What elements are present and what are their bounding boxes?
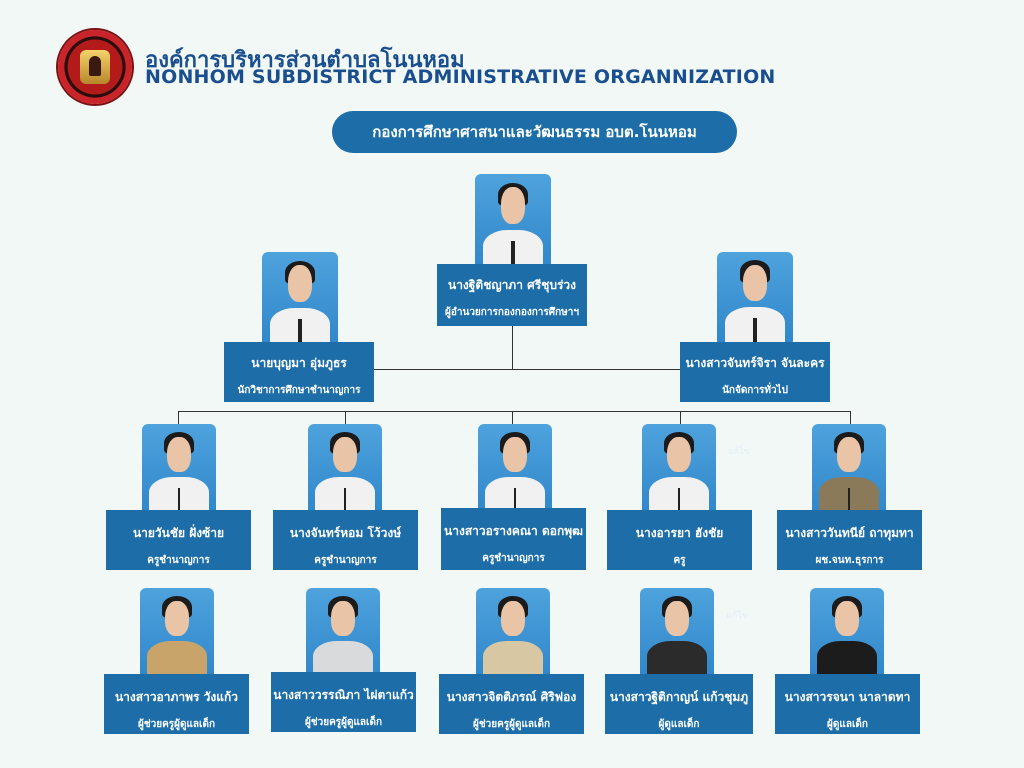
staff2-card-4: นางสาวฐิติกาญน์ แก้วชุมภู ผู้ดูแลเด็ก (605, 674, 753, 734)
staff1-card-4: นางอารยา ฮังชัย ครู (607, 510, 752, 570)
staff2-position-5: ผู้ดูแลเด็ก (827, 719, 868, 730)
director-photo (475, 174, 551, 270)
connector-drop-3 (512, 411, 513, 424)
deputy-card-2: นางสาวจันทร์จิรา จันละคร นักจัดการทั่วไป (680, 342, 830, 402)
staff2-name-4: นางสาวฐิติกาญน์ แก้วชุมภู (609, 690, 749, 704)
staff2-name-2: นางสาววรรณิภา ไผ่ตาแก้ว (273, 688, 414, 702)
director-name: นางฐิติชญาภา ศรีชุบร่วง (447, 278, 576, 292)
staff2-photo-5 (810, 588, 884, 680)
staff1-card-2: นางจันทร์หอม โว้วงษ์ ครูชำนาญการ (273, 510, 418, 570)
staff2-name-3: นางสาวจิตติภรณ์ ศิริฟอง (446, 690, 577, 704)
staff2-position-1: ผู้ช่วยครูผู้ดูแลเด็ก (137, 719, 216, 730)
connector-drop-5 (850, 411, 851, 424)
connector-drop-1 (178, 411, 179, 424)
connector-director-down (512, 326, 513, 370)
staff2-photo-1 (140, 588, 214, 680)
staff2-photo-3 (476, 588, 550, 680)
staff1-name-1: นายวันชัย ฝั่งซ้าย (132, 526, 225, 540)
staff1-name-5: นางสาววันทนีย์ ถาทุมทา (785, 526, 914, 540)
staff1-name-3: นางสาวอรางคณา ดอกพุฒ (444, 524, 583, 538)
staff1-name-2: นางจันทร์หอม โว้วงษ์ (289, 526, 402, 540)
staff2-card-2: นางสาววรรณิภา ไผ่ตาแก้ว ผู้ช่วยครูผู้ดูแ… (271, 672, 416, 732)
staff1-photo-5 (812, 424, 886, 516)
director-position: ผู้อำนวยการกองกองการศึกษาฯ (445, 307, 579, 318)
staff2-card-1: นางสาวอาภาพร วังแก้ว ผู้ช่วยครูผู้ดูแลเด… (104, 674, 249, 734)
staff1-photo-4 (642, 424, 716, 516)
staff1-photo-2 (308, 424, 382, 516)
staff1-name-4: นางอารยา ฮังชัย (635, 526, 724, 540)
staff2-position-4: ผู้ดูแลเด็ก (658, 719, 700, 730)
org-name-en: NONHOM SUBDISTRICT ADMINISTRATIVE ORGANN… (145, 66, 776, 88)
staff1-position-4: ครู (673, 555, 686, 566)
org-name-th: องค์การบริหารส่วนตำบลโนนหอม (145, 48, 465, 73)
staff1-card-1: นายวันชัย ฝั่งซ้าย ครูชำนาญการ (106, 510, 251, 570)
staff2-name-5: นางสาวรจนา นาลาดทา (784, 690, 911, 704)
staff2-card-5: นางสาวรจนา นาลาดทา ผู้ดูแลเด็ก (775, 674, 920, 734)
connector-drop-4 (680, 411, 681, 424)
staff2-card-3: นางสาวจิตติภรณ์ ศิริฟอง ผู้ช่วยครูผู้ดูแ… (439, 674, 584, 734)
connector-deputies (374, 369, 680, 370)
staff2-name-1: นางสาวอาภาพร วังแก้ว (114, 690, 239, 704)
staff2-position-3: ผู้ช่วยครูผู้ดูแลเด็ก (472, 719, 551, 730)
staff2-position-2: ผู้ช่วยครูผู้ดูแลเด็ก (304, 717, 383, 728)
department-title: กองการศึกษาศาสนาและวัฒนธรรม อบต.โนนหอม (332, 111, 737, 153)
deputy-name-1: นายบุญมา อุ่มภูธร (251, 356, 347, 370)
org-logo (58, 30, 132, 104)
staff1-position-1: ครูชำนาญการ (147, 555, 210, 566)
deputy-position-2: นักจัดการทั่วไป (722, 385, 788, 396)
staff1-photo-3 (478, 424, 552, 516)
deputy-name-2: นางสาวจันทร์จิรา จันละคร (685, 356, 825, 370)
deputy-position-1: นักวิชาการศึกษาชำนาญการ (237, 385, 361, 396)
staff2-photo-4 (640, 588, 714, 680)
staff1-position-3: ครูชำนาญการ (482, 553, 545, 564)
connector-drop-2 (345, 411, 346, 424)
staff1-photo-1 (142, 424, 216, 516)
staff2-photo-2 (306, 588, 380, 680)
overlay-note-1: แก้ไข (728, 447, 750, 457)
deputy-card-1: นายบุญมา อุ่มภูธร นักวิชาการศึกษาชำนาญกา… (224, 342, 374, 402)
connector-staff-bus (178, 411, 850, 412)
director-card: นางฐิติชญาภา ศรีชุบร่วง ผู้อำนวยการกองกอ… (437, 264, 587, 326)
staff1-position-2: ครูชำนาญการ (314, 555, 377, 566)
staff1-card-5: นางสาววันทนีย์ ถาทุมทา ผช.จนท.ธุรการ (777, 510, 922, 570)
staff1-position-5: ผช.จนท.ธุรการ (815, 555, 884, 566)
staff1-card-3: นางสาวอรางคณา ดอกพุฒ ครูชำนาญการ (441, 508, 586, 570)
overlay-note-2: แก้ไข (726, 611, 748, 621)
deputy-photo-1 (262, 252, 338, 348)
deputy-photo-2 (717, 252, 793, 346)
